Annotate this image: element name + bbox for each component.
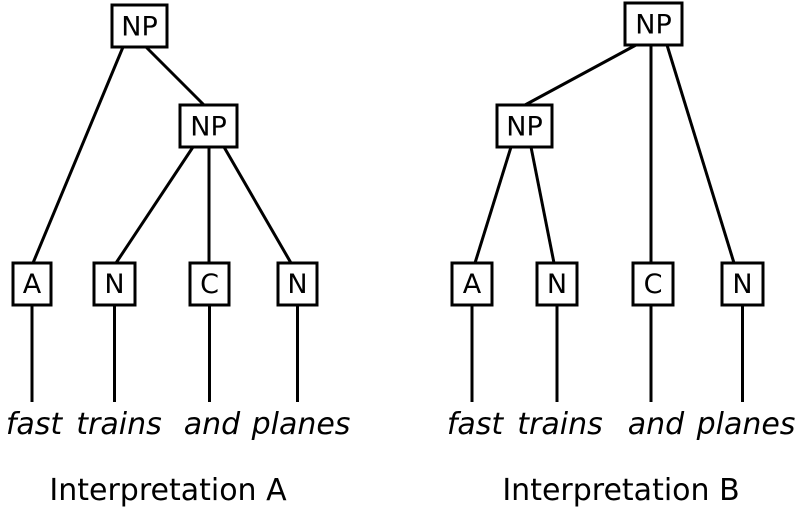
edge-b-innernp-to-a [473, 146, 513, 264]
node-label-b-leaf-a: A [463, 269, 482, 300]
tree-interpretation-a: NP NP A N C N fast trains and planes Int… [6, 3, 351, 508]
node-box-b-leaf-n2 [720, 261, 765, 307]
word-b-and: and [628, 407, 685, 442]
edge-b-root-to-innernp [524, 43, 637, 107]
tree-interpretation-b: NP NP A N C N fast trains and planes Int… [447, 1, 796, 508]
edge-b-innernp-to-n1 [529, 146, 556, 264]
node-label-b-leaf-n2: N [732, 269, 752, 300]
node-box-a-inner-np [178, 103, 239, 149]
node-label-b-leaf-c: C [644, 269, 663, 300]
word-b-fast: fast [447, 407, 505, 442]
node-label-b-root-np: NP [635, 10, 671, 41]
node-label-a-root-np: NP [121, 12, 157, 43]
node-label-b-leaf-n1: N [547, 269, 567, 300]
edge-a-root-to-a [31, 46, 125, 264]
word-b-planes: planes [696, 407, 796, 442]
node-box-a-leaf-n1 [92, 261, 137, 307]
node-box-a-leaf-n2 [276, 261, 319, 307]
node-box-b-leaf-a [450, 261, 494, 307]
edge-b-root-to-n2 [665, 44, 736, 264]
node-box-a-root-np [110, 3, 169, 49]
node-label-a-leaf-n1: N [104, 269, 124, 300]
edge-a-root-to-innernp [144, 45, 206, 107]
node-box-b-leaf-n1 [535, 261, 579, 307]
node-label-a-leaf-c: C [200, 269, 219, 300]
word-a-trains: trains [76, 407, 161, 442]
node-label-a-leaf-n2: N [287, 269, 307, 300]
node-box-a-leaf-c [188, 261, 231, 307]
word-b-trains: trains [517, 407, 602, 442]
caption-interpretation-b: Interpretation B [502, 473, 739, 508]
word-a-planes: planes [251, 407, 351, 442]
node-box-b-inner-np [495, 103, 554, 149]
edge-a-innernp-to-n2 [222, 146, 293, 264]
word-a-fast: fast [6, 407, 64, 442]
node-box-b-root-np [623, 1, 684, 47]
node-label-a-inner-np: NP [190, 112, 226, 143]
caption-interpretation-a: Interpretation A [49, 473, 287, 508]
node-label-a-leaf-a: A [23, 269, 42, 300]
node-label-b-inner-np: NP [506, 112, 542, 143]
node-box-b-leaf-c [631, 261, 675, 307]
word-a-and: and [184, 407, 241, 442]
edge-a-innernp-to-n1 [114, 146, 195, 264]
node-box-a-leaf-a [11, 261, 53, 307]
